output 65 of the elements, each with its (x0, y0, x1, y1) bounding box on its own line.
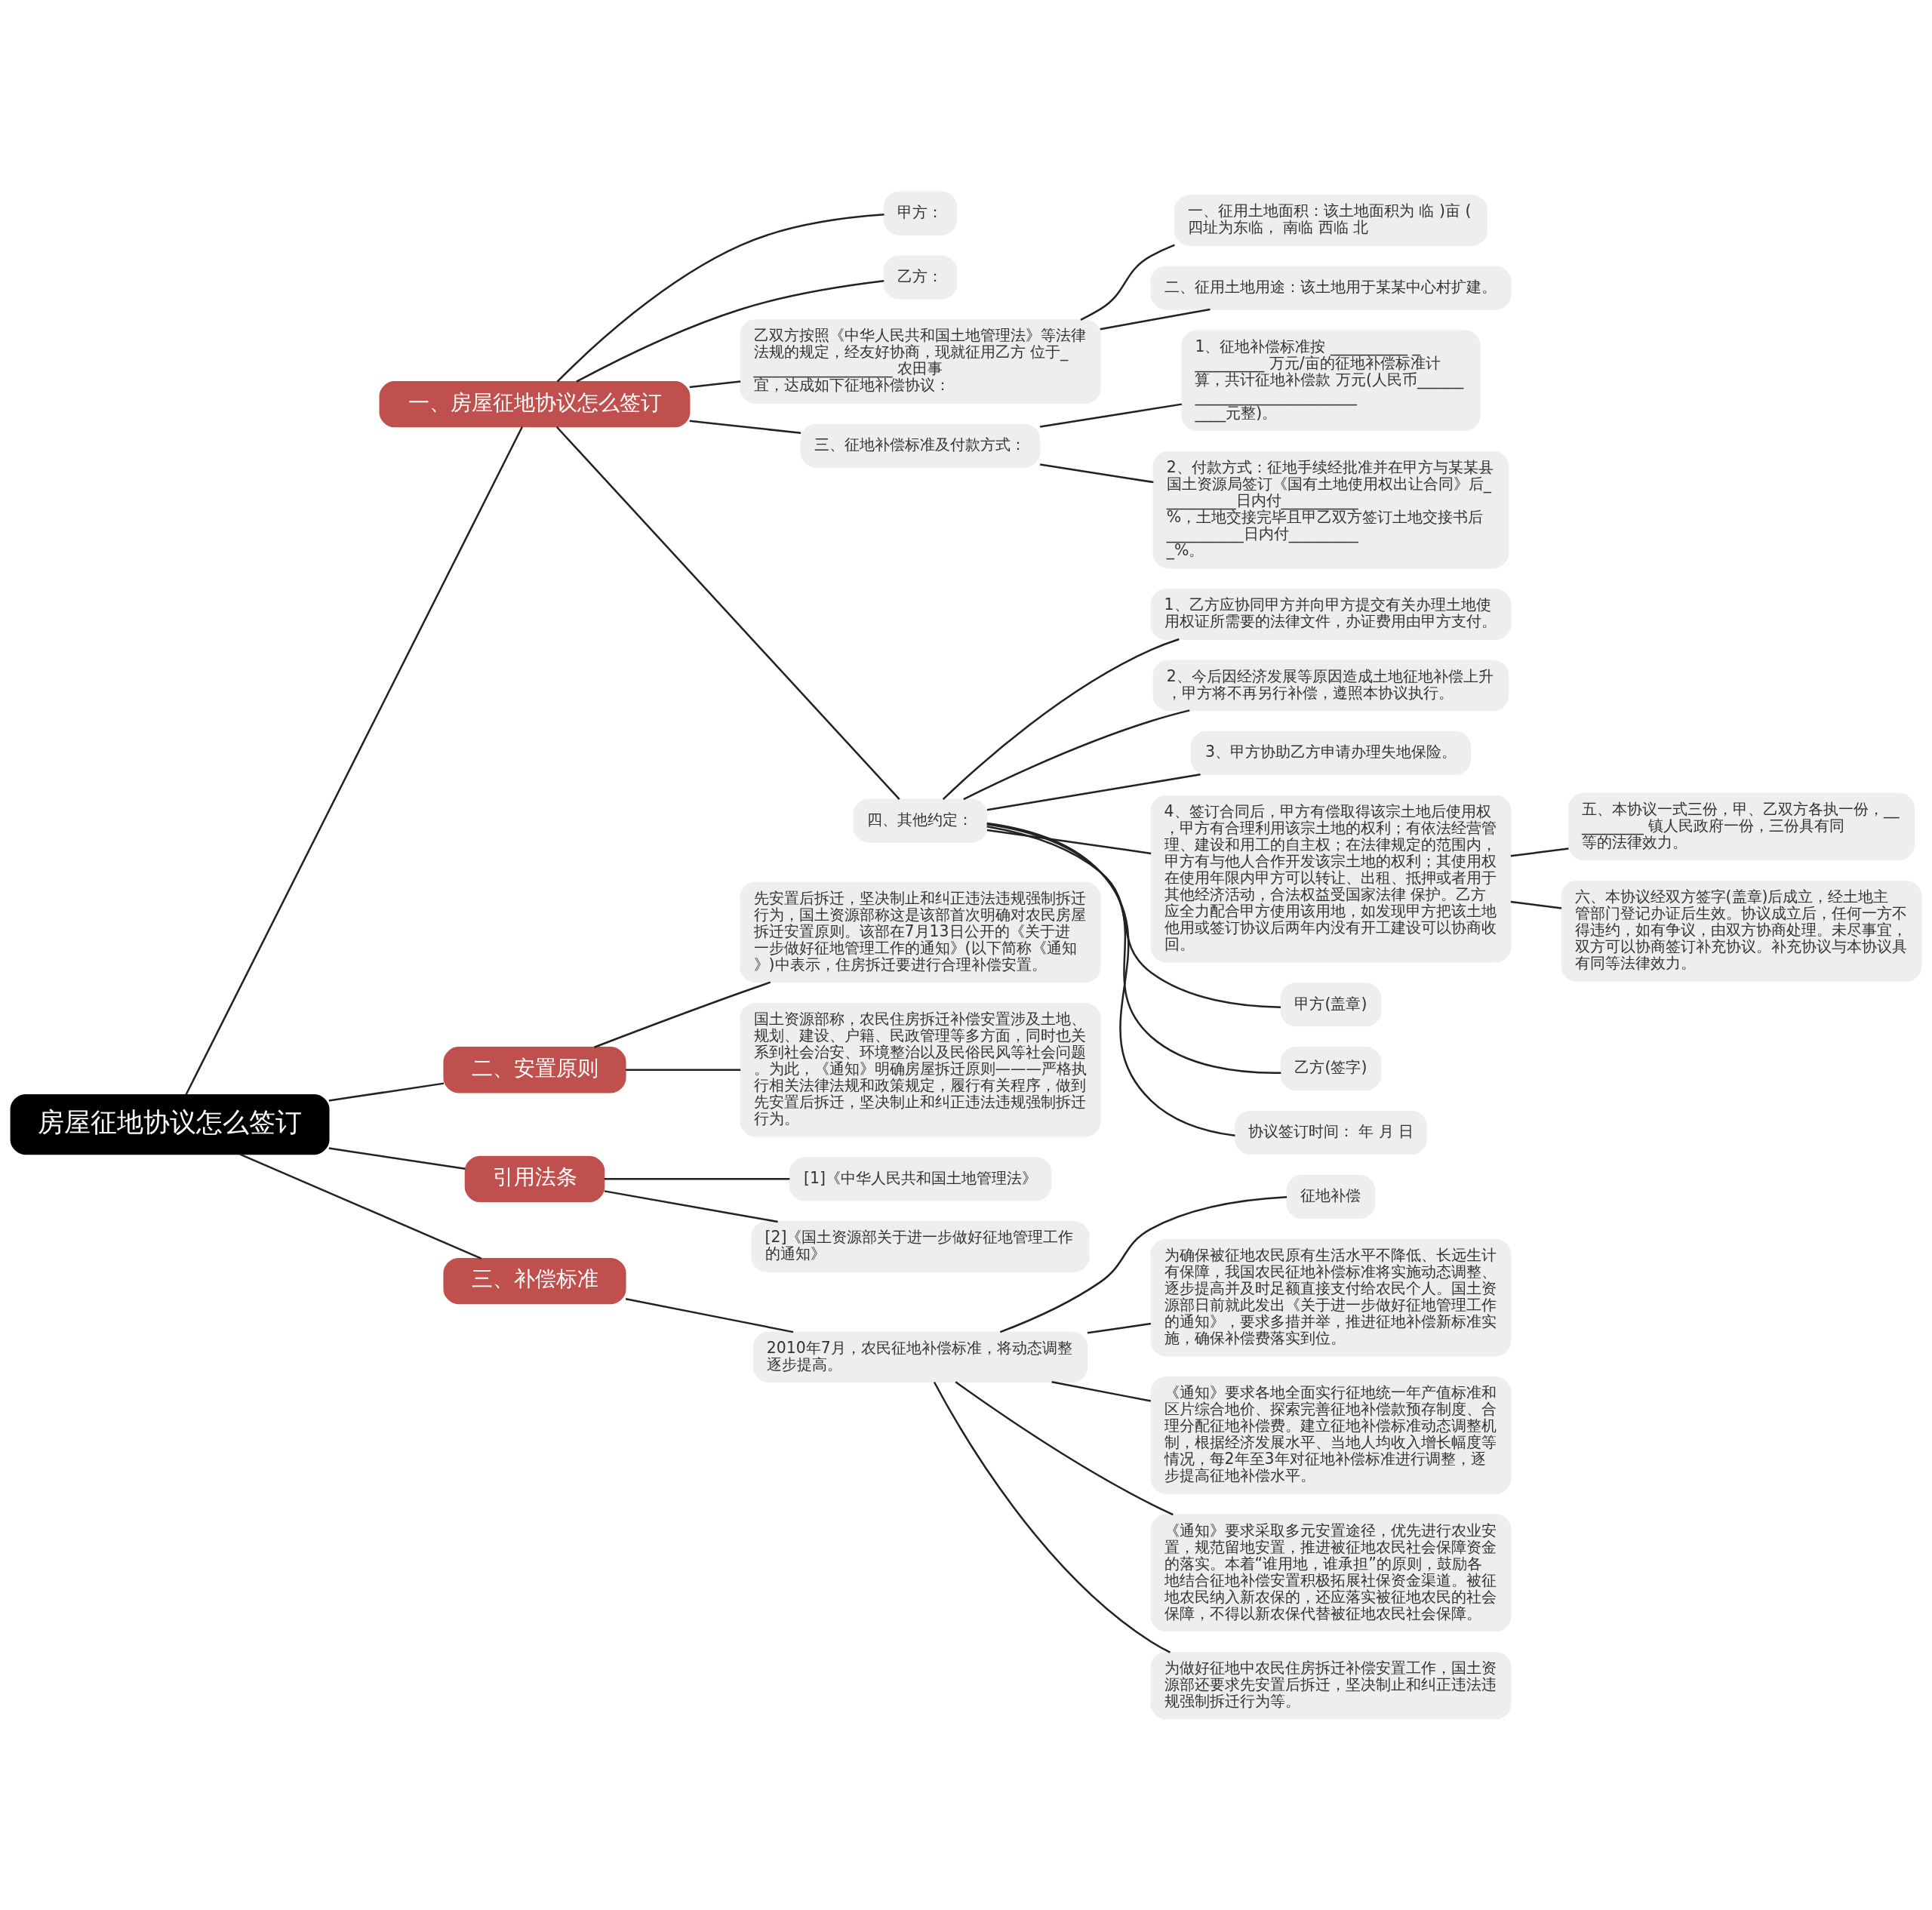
node-box: 四、其他约定： (853, 798, 988, 843)
connector (689, 420, 801, 434)
node-box: 甲方(盖章) (1280, 982, 1382, 1026)
connector (689, 380, 741, 388)
connector (1510, 900, 1562, 909)
node-box: 《通知》要求各地全面实行征地统一年产值标准和区片综合地价、探索完善征地补偿款预存制度、合理分配征地补偿费。建立征地补偿标准动态调整机制，根据经济发展水平、当地人均收入增长幅度等情况，每2年至3年对征地补偿标准进行调整，逐步提高征地补偿水平。 (1150, 1376, 1512, 1494)
node-box: 乙方： (883, 254, 958, 300)
node-box: 六、本协议经双方签字(盖章)后成立，经土地主管部门登记办证后生效。协议成立后，任何一方不得违约，如有争议，由双方协商处理。未尽事宜，双方可以协商签订补充协议。补充协议与本协议具有同等法律效力。 (1561, 880, 1922, 982)
connector (1040, 463, 1154, 483)
connector (1040, 402, 1183, 428)
connector (625, 1297, 794, 1333)
node-box: 1、征地补偿标准按 __________ __________ 万元/亩的征地补偿标准计算，共计征地补偿款 万元(人民币___________________________ ____元整)。 (1181, 329, 1481, 431)
node-box: 一、房屋征地协议怎么签订 (379, 380, 691, 427)
connector (594, 980, 771, 1048)
node-box: 甲方： (883, 191, 958, 235)
connector (604, 1177, 790, 1180)
connector (986, 823, 1281, 1074)
connector (328, 1081, 445, 1102)
connector (328, 1146, 466, 1170)
node-box: 2、付款方式：征地手续经批准并在甲方与某某县国土资源局签订《国有土地使用权出让合同》后__________日内付__________ %，土地交接完毕且甲乙双方签订土地交接书后__________日内付__________%。 (1152, 451, 1509, 568)
connector (963, 709, 1190, 800)
node-box: 二、征用土地用途：该土地用于某某中心村扩建。 (1150, 266, 1512, 310)
connector (999, 1195, 1287, 1333)
connector (239, 1152, 482, 1259)
node-box: 征地补偿 (1286, 1174, 1376, 1219)
node-box: 1、乙方应协同甲方并向甲方提交有关办理土地使用权证所需要的法律文件，办证费用由甲方支付。 (1150, 588, 1512, 640)
node-box: [1]《中华人民共和国土地管理法》 (789, 1156, 1052, 1201)
connector (986, 822, 1235, 1136)
connector (942, 638, 1180, 800)
connector (933, 1381, 1171, 1653)
node-box: 协议签订时间： 年 月 日 (1235, 1110, 1427, 1155)
node-box: 房屋征地协议怎么签订 (10, 1093, 330, 1155)
connector (1080, 243, 1175, 321)
node-box: 为确保被征地农民原有生活水平不降低、长远生计有保障，我国农民征地补偿标准将实施动态调整、逐步提高并及时足额直接支付给农民个人。国土资源部日前就此发出《关于进一步做好征地管理工作的通知》，要求多措并举，推进征地补偿新标准实施，确保补偿费落实到位。 (1150, 1238, 1512, 1356)
connector (986, 825, 1281, 1008)
connector (626, 1068, 741, 1071)
connector (556, 213, 884, 383)
node-box: 乙方(签字) (1280, 1046, 1382, 1090)
node-box: 三、补偿标准 (443, 1257, 626, 1304)
node-box: 2、今后因经济发展等原因造成土地征地补偿上升，甲方将不再另行补偿，遵照本协议执行。 (1152, 660, 1509, 711)
connector (1100, 308, 1211, 330)
connector (576, 279, 884, 383)
node-box: 二、安置原则 (443, 1046, 626, 1093)
connector (555, 426, 900, 800)
connector (955, 1380, 1174, 1515)
node-box: 3、甲方协助乙方申请办理失地保险。 (1190, 730, 1471, 775)
connector (1087, 1322, 1152, 1333)
node-box: 一、征用土地面积：该土地面积为 临 )亩 (四址为东临， 南临 西临 北 (1174, 194, 1487, 246)
node-box: 4、签订合同后，甲方有偿取得该宗土地后使用权，甲方有合理利用该宗土地的权利；有依法经营管理、建设和用工的自主权；在法律规定的范围内，甲方有与他人合作开发该宗土地的权利；其使用权在使用年限内甲方可以转让、出租、抵押或者用于其他经济活动，合法权益受国家法律 保护。乙方应全力配合甲方使用该用地，如发现甲方把该土地他用或签订协议后两年内没有开工建设可以协商收回。 (1150, 795, 1512, 962)
connector (1051, 1380, 1152, 1402)
node-box: 2010年7月，农民征地补偿标准，将动态调整逐步提高。 (752, 1330, 1088, 1383)
node-box: 引用法条 (464, 1155, 605, 1202)
connector (185, 426, 523, 1095)
node-box: 为做好征地中农民住房拆迁补偿安置工作，国土资源部还要求先安置后拆迁，坚决制止和纠正违法违规强制拆迁行为等。 (1150, 1651, 1512, 1719)
node-box: 先安置后拆迁，坚决制止和纠正违法违规强制拆迁行为，国土资源部称这是该部首次明确对农民房屋拆迁安置原则。该部在7月13日公开的《关于进一步做好征地管理工作的通知》(以下简称《通知》)中表示，住房拆迁要进行合理补偿安置。 (740, 881, 1101, 983)
connector (986, 773, 1201, 810)
connector (1510, 847, 1569, 857)
node-box: 五、本协议一式三份，甲、乙双方各执一份，__________ 镇人民政府一份，三份具有同等的法律效力。 (1567, 792, 1915, 860)
node-box: 《通知》要求采取多元安置途径，优先进行农业安置，规范留地安置，推进被征地农民社会保障资金的落实。本着“谁用地，谁承担”的原则，鼓励各地结合征地补偿安置积极拓展社保资金渠道。被征地农民纳入新农保的，还应落实被征地农民的社会保障，不得以新农保代替被征地农民社会保障。 (1150, 1514, 1512, 1632)
node-box: 三、征地补偿标准及付款方式： (800, 423, 1041, 468)
node-box: 国土资源部称，农民住房拆迁补偿安置涉及土地、规划、建设、户籍、民政管理等多方面，同时也关系到社会治安、环境整治以及民俗民风等社会问题。为此，《通知》明确房屋拆迁原则———严格执行相关法律法规和政策规定，履行有关程序，做到先安置后拆迁，坚决制止和纠正违法违规强制拆迁行为。 (740, 1002, 1101, 1137)
connector (986, 829, 1152, 854)
connector (604, 1189, 778, 1223)
node-box: 乙双方按照《中华人民共和国土地管理法》等法律法规的规定，经友好协商，现就征用乙方 位于___________________ 农田事宜，达成如下征地补偿协议： (740, 318, 1101, 404)
node-box: [2]《国土资源部关于进一步做好征地管理工作的通知》 (751, 1220, 1090, 1272)
